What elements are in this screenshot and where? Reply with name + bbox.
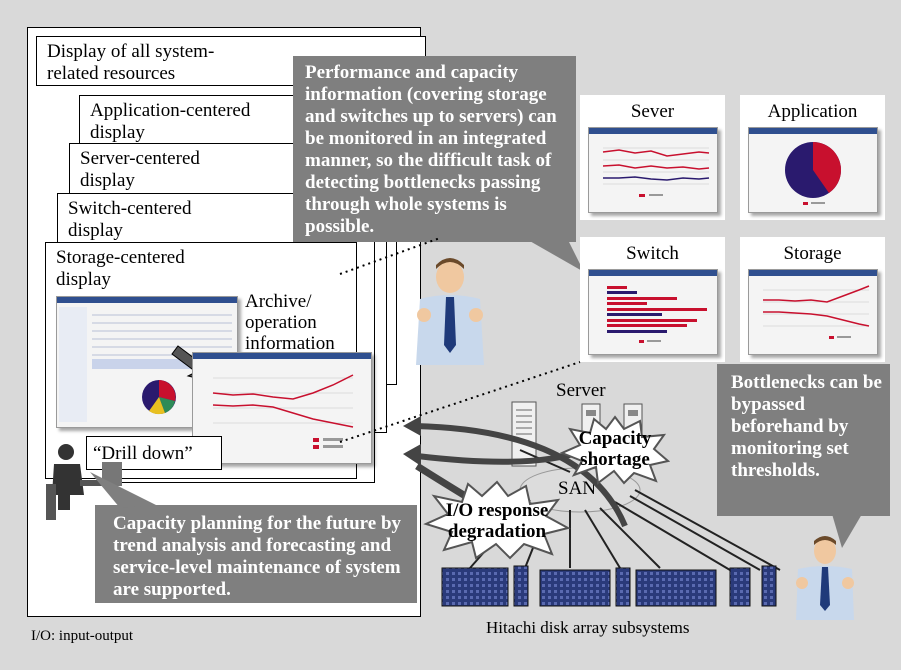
thumbnail-sever-title: Sever xyxy=(630,101,675,122)
all-resources-label: Display of all system-related resources xyxy=(47,41,215,84)
capacity-shortage-burst xyxy=(560,415,670,485)
thumbnail-switch-title: Switch xyxy=(626,243,679,264)
performance-callout-text: Performance and capacity information (co… xyxy=(305,62,557,237)
disk-arrays-label: Hitachi disk array subsystems xyxy=(486,618,690,637)
drill-down-label: “Drill down” xyxy=(93,443,193,464)
bottlenecks-callout-text: Bottlenecks can be bypassed beforehand b… xyxy=(731,372,882,481)
bottlenecks-callout-tail xyxy=(832,514,862,548)
capacity-planning-callout-tail xyxy=(90,472,156,508)
io-degradation-burst xyxy=(423,480,571,560)
archive-label: Archive/ operation information xyxy=(245,291,335,354)
disk-array-subsystems xyxy=(441,565,777,607)
server-label: Server xyxy=(556,380,606,401)
person-at-computer-icon xyxy=(46,444,122,520)
switch-chart-screenshot xyxy=(588,269,718,355)
san-label: SAN xyxy=(558,478,597,499)
application-panel-label: Application-centered display xyxy=(90,100,251,143)
server-panel-label: Server-centered display xyxy=(80,148,200,191)
footnote: I/O: input-output xyxy=(31,628,134,644)
io-degradation-label: I/O response degradation xyxy=(445,500,549,542)
capacity-planning-callout: Capacity planning for the future by tren… xyxy=(95,505,417,603)
thumbnail-storage-title: Storage xyxy=(783,243,842,264)
all-resources-panel: Display of all system-related resources xyxy=(36,36,426,86)
thumbnail-application-title: Application xyxy=(767,101,858,122)
thumbnail-storage[interactable]: Storage xyxy=(740,237,885,362)
businessman-icon xyxy=(416,258,484,365)
sever-chart-screenshot xyxy=(588,127,718,213)
storage-chart-screenshot xyxy=(748,269,878,355)
thumbnail-application[interactable]: Application xyxy=(740,95,885,220)
bottlenecks-callout: Bottlenecks can be bypassed beforehand b… xyxy=(717,364,890,516)
performance-callout: Performance and capacity information (co… xyxy=(293,56,576,242)
application-chart-screenshot xyxy=(748,127,878,213)
storage-panel-label: Storage-centered display xyxy=(56,247,185,290)
capacity-planning-callout-text: Capacity planning for the future by tren… xyxy=(113,513,402,600)
capacity-shortage-label: Capacity shortage xyxy=(578,428,652,470)
switch-panel-label: Switch-centered display xyxy=(68,198,192,241)
dotted-connector-lines xyxy=(339,237,581,443)
performance-callout-tail xyxy=(528,240,584,272)
drill-down-label-box: “Drill down” xyxy=(86,436,222,470)
thumbnail-sever[interactable]: Sever xyxy=(580,95,725,220)
businessman-icon-2 xyxy=(796,536,854,620)
archive-trend-screenshot xyxy=(192,352,372,464)
thumbnail-switch[interactable]: Switch xyxy=(580,237,725,362)
